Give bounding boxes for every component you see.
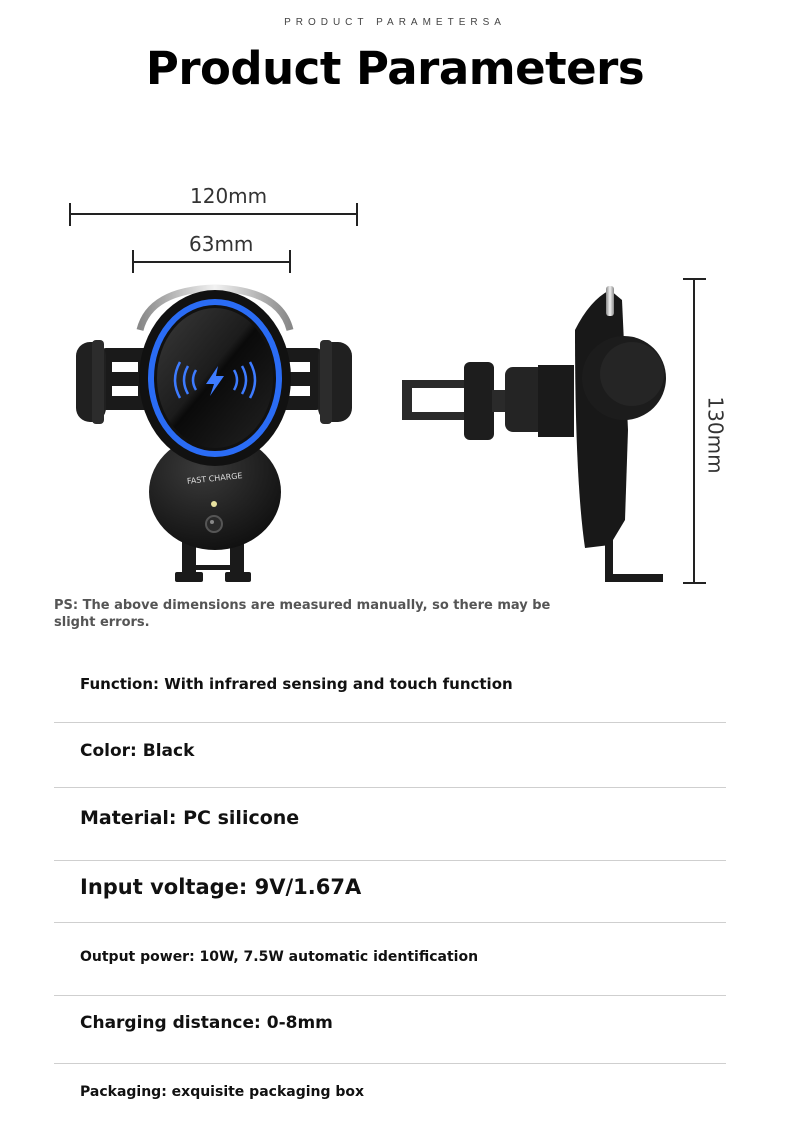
spec-charging-distance: Charging distance: 0-8mm	[80, 1013, 333, 1033]
side-view-device	[402, 286, 666, 582]
page-title: Product Parameters	[145, 42, 645, 95]
dimension-label-outer: 120mm	[190, 184, 268, 208]
dimension-line-height	[683, 278, 706, 584]
divider	[54, 860, 726, 861]
divider	[54, 922, 726, 923]
dimension-label-height: 130mm	[703, 396, 728, 474]
divider	[54, 787, 726, 788]
divider	[54, 995, 726, 996]
spec-color: Color: Black	[80, 741, 195, 761]
measurement-note: PS: The above dimensions are measured ma…	[54, 598, 551, 630]
spec-input-voltage: Input voltage: 9V/1.67A	[80, 875, 362, 899]
spec-material: Material: PC silicone	[80, 807, 300, 829]
divider	[54, 1063, 726, 1064]
product-illustration: FAST CHARGE	[69, 203, 706, 584]
divider	[54, 722, 726, 723]
spec-function: Function: With infrared sensing and touc…	[80, 675, 513, 693]
dimension-line-outer	[69, 203, 358, 226]
dimension-label-inner: 63mm	[189, 232, 254, 256]
spec-output-power: Output power: 10W, 7.5W automatic identi…	[80, 949, 479, 965]
spec-packaging: Packaging: exquisite packaging box	[80, 1084, 365, 1100]
dimension-line-inner	[132, 250, 291, 273]
section-subtitle: PRODUCT PARAMETERSA	[284, 17, 506, 28]
front-view-device	[76, 284, 352, 582]
